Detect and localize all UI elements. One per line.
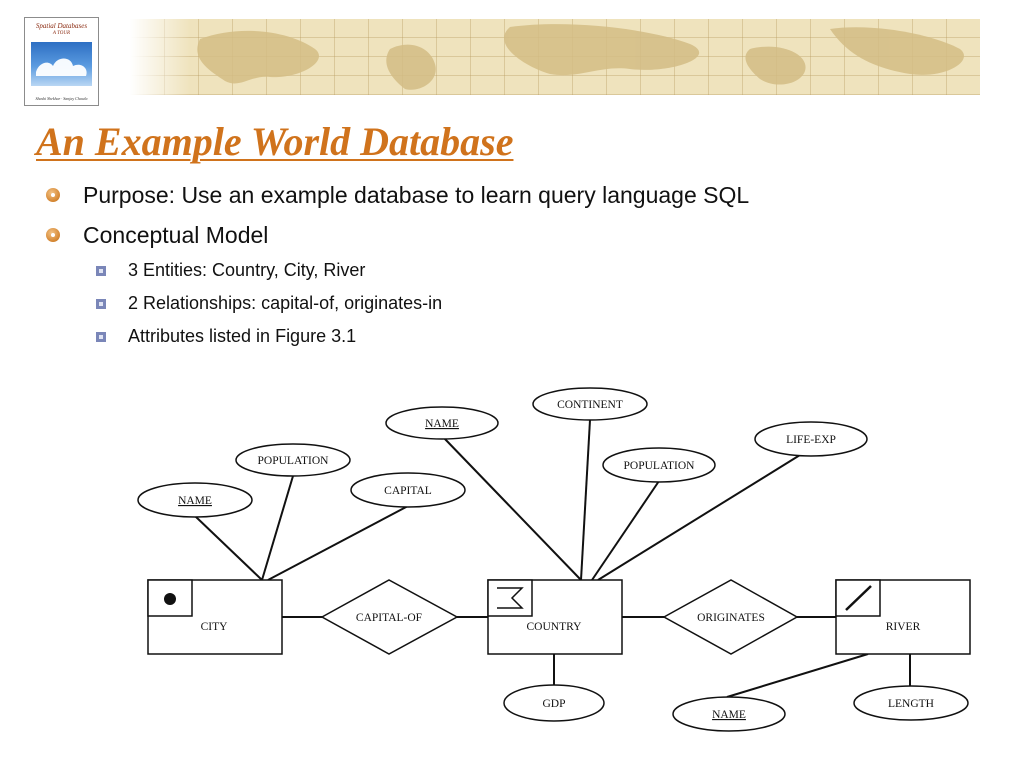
sub-bullet-text: 2 Relationships: capital-of, originates-… [128,293,443,313]
svg-text:NAME: NAME [425,418,459,430]
svg-text:NAME: NAME [178,495,212,507]
entity-country: COUNTRY [487,579,623,655]
bullet-text: Conceptual Model [83,222,269,248]
line-country-name [443,437,582,581]
attr-country-name: NAME [385,406,499,440]
svg-text:LENGTH: LENGTH [888,698,934,710]
polygon-icon [497,587,524,609]
attr-city-population: POPULATION [235,443,351,477]
book-cover-image: Spatial Databases A TOUR Shashi Shekhar … [24,17,99,106]
attr-country-gdp: GDP [503,684,605,722]
entity-river: RIVER [835,579,971,655]
bullet-text: Purpose: Use an example database to lear… [83,182,750,208]
svg-text:LIFE-EXP: LIFE-EXP [786,434,836,446]
world-map-banner [130,19,980,95]
bullet-marker-icon [46,188,60,202]
slide-title: An Example World Database [36,119,514,164]
entity-city: CITY [147,579,283,655]
attr-country-life-exp: LIFE-EXP [754,421,868,457]
svg-text:ORIGINATES: ORIGINATES [697,612,765,624]
line-country-population [591,480,660,581]
relationship-originates: ORIGINATES [662,579,799,655]
book-cover-sky [31,42,92,86]
sub-bullet-marker-icon [96,266,106,276]
line-city-capital [267,505,409,581]
banner-fade [130,19,190,95]
sub-bullet-marker-icon [96,332,106,342]
attr-country-continent: CONTINENT [532,387,648,421]
book-cover-authors: Shashi Shekhar · Sanjay Chawla [35,96,88,101]
sub-bullet-marker-icon [96,299,106,309]
attr-river-name: NAME [672,696,786,732]
line-city-population [261,475,294,581]
svg-text:RIVER: RIVER [886,621,921,633]
point-icon [164,593,176,605]
line-river-name [726,653,869,698]
line-city-name [194,515,263,581]
attr-city-name: NAME [137,482,253,518]
svg-text:COUNTRY: COUNTRY [527,621,583,633]
attr-river-length: LENGTH [853,685,969,721]
svg-text:GDP: GDP [542,698,565,710]
attr-city-capital: CAPITAL [350,472,466,508]
sub-bullet-text: 3 Entities: Country, City, River [128,260,366,280]
attr-country-population: POPULATION [602,447,716,483]
bullet-marker-icon [46,228,60,242]
line-country-life-exp [597,454,801,581]
line-icon [845,585,872,611]
world-map-icon [197,24,964,90]
svg-text:POPULATION: POPULATION [258,455,330,467]
svg-text:CAPITAL: CAPITAL [384,485,432,497]
connector-lines [194,419,911,698]
book-cover-title: Spatial Databases A TOUR [35,22,88,36]
svg-text:NAME: NAME [712,709,746,721]
svg-text:POPULATION: POPULATION [624,460,696,472]
svg-text:CAPITAL-OF: CAPITAL-OF [356,612,422,624]
relationship-capital-of: CAPITAL-OF [320,579,459,655]
svg-text:CONTINENT: CONTINENT [557,399,623,411]
sub-bullet-text: Attributes listed in Figure 3.1 [128,326,357,346]
line-country-continent [580,419,591,581]
svg-text:CITY: CITY [201,621,229,633]
